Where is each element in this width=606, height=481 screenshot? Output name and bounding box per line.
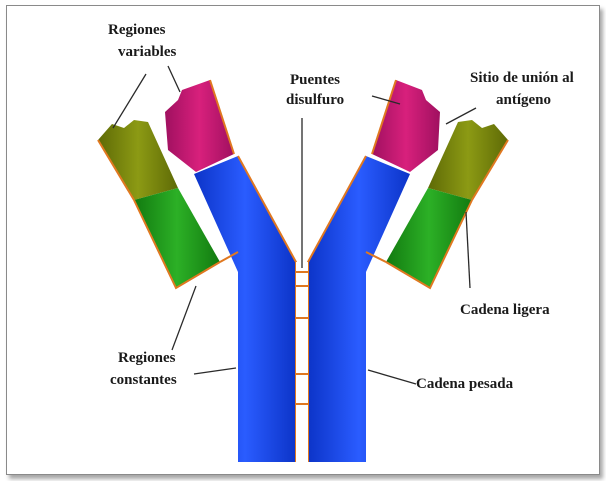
label-disulfide-bridges: Puentes disulfuro <box>286 72 344 108</box>
leader-constant-left <box>172 286 196 350</box>
heavy-variable-region-right <box>372 80 440 172</box>
leader-constant-heavy <box>194 368 236 374</box>
light-variable-region-left <box>98 120 178 200</box>
leader-light-chain <box>466 212 470 288</box>
leader-variable-left-light <box>113 74 146 128</box>
label-variable-regions: Regiones variables <box>108 22 176 60</box>
leader-heavy-chain <box>368 370 416 384</box>
heavy-chain-left <box>194 156 296 462</box>
label-light-chain: Cadena ligera <box>460 302 550 318</box>
heavy-variable-region-left <box>165 80 234 172</box>
label-constant-regions: Regiones constantes <box>110 350 179 388</box>
label-heavy-chain: Cadena pesada <box>416 376 514 392</box>
disulfide-bond-lines <box>296 262 308 462</box>
leader-variable-left-heavy <box>168 66 180 92</box>
light-variable-region-right <box>428 120 508 200</box>
label-antigen-site: Sitio de unión al antígeno <box>470 70 578 108</box>
heavy-chain-right <box>308 156 410 462</box>
